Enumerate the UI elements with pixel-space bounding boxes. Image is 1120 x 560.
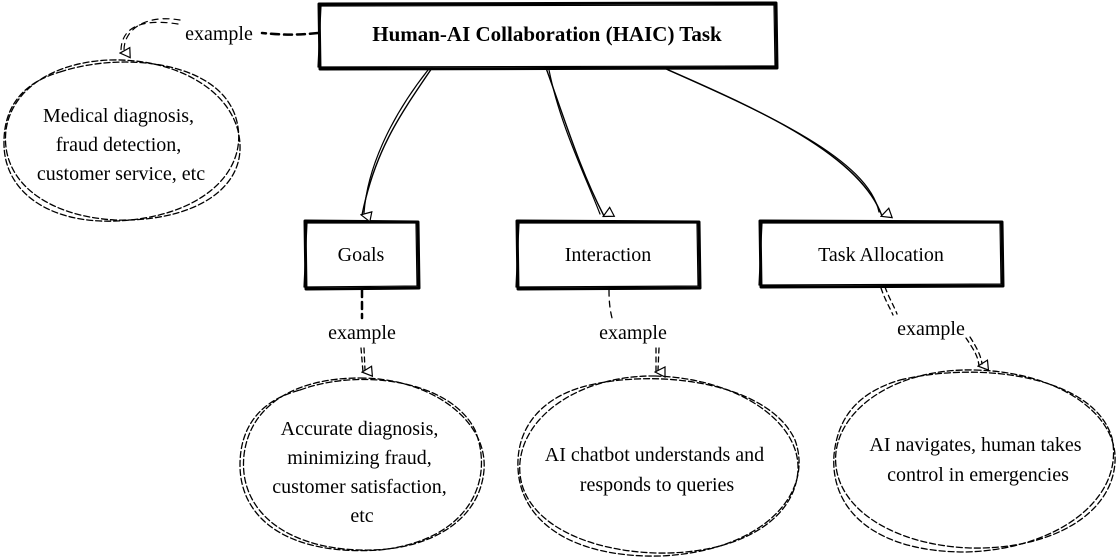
example-root: Medical diagnosis, fraud detection, cust… bbox=[3, 59, 241, 222]
example-goals-text: Accurate diagnosis, minimizing fraud, cu… bbox=[272, 418, 451, 527]
task-allocation-node-label: Task Allocation bbox=[818, 244, 944, 266]
interaction-node: Interaction bbox=[515, 219, 702, 291]
edge-root-task-allocation bbox=[663, 67, 882, 216]
edge-root-goals bbox=[362, 67, 433, 215]
example-goals-line-1: Accurate diagnosis, bbox=[281, 418, 439, 440]
goals-node: Goals bbox=[303, 219, 421, 291]
root-node-label: Human-AI Collaboration (HAIC) Task bbox=[372, 22, 722, 46]
example-interaction-line-2: responds to queries bbox=[580, 474, 735, 496]
example-goals-line-3: customer satisfaction, bbox=[272, 476, 446, 498]
task-allocation-node: Task Allocation bbox=[758, 219, 1005, 289]
interaction-example-label: example bbox=[599, 322, 667, 344]
example-task-allocation-line-2: control in emergencies bbox=[887, 464, 1069, 486]
root-node: Human-AI Collaboration (HAIC) Task bbox=[317, 1, 779, 71]
edge-goals-example: example bbox=[328, 288, 396, 372]
edge-task-allocation-example: example bbox=[880, 286, 982, 366]
interaction-node-label: Interaction bbox=[565, 244, 652, 266]
example-interaction-text: AI chatbot understands and responds to q… bbox=[545, 444, 769, 496]
example-task-allocation: AI navigates, human takes control in eme… bbox=[833, 369, 1116, 553]
example-interaction: AI chatbot understands and responds to q… bbox=[517, 375, 800, 557]
example-root-line-1: Medical diagnosis, bbox=[43, 105, 194, 127]
example-goals: Accurate diagnosis, minimizing fraud, cu… bbox=[239, 377, 485, 552]
edge-interaction-example: example bbox=[599, 289, 667, 372]
task-allocation-example-label: example bbox=[897, 318, 965, 340]
root-example-label: example bbox=[185, 23, 253, 45]
goals-example-label: example bbox=[328, 322, 396, 344]
goals-node-label: Goals bbox=[338, 244, 385, 266]
example-task-allocation-line-1: AI navigates, human takes bbox=[869, 434, 1081, 456]
example-task-allocation-text: AI navigates, human takes control in eme… bbox=[869, 434, 1086, 486]
example-root-line-2: fraud detection, bbox=[56, 134, 182, 156]
example-interaction-line-1: AI chatbot understands and bbox=[545, 444, 764, 466]
edge-root-example: example bbox=[121, 18, 320, 53]
example-root-line-3: customer service, etc bbox=[37, 163, 205, 185]
example-root-text: Medical diagnosis, fraud detection, cust… bbox=[37, 105, 205, 185]
example-goals-line-2: minimizing fraud, bbox=[287, 447, 431, 469]
example-goals-line-4: etc bbox=[350, 505, 373, 527]
edge-root-interaction bbox=[545, 67, 604, 216]
